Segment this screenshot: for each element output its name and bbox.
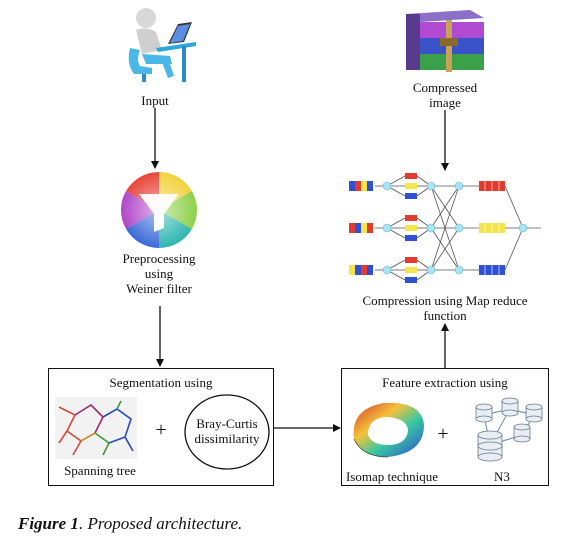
preprocessing-line-2: using — [144, 266, 174, 281]
preprocessing-line-1: Preprocessing — [122, 251, 196, 266]
segmentation-box: Segmentation using Spanning tree + Bray-… — [48, 368, 274, 486]
isomap-surface-image — [353, 402, 424, 458]
preprocessing-line-3: Weiner filter — [126, 281, 192, 296]
archive-icon — [406, 10, 484, 72]
map-reduce-network-diagram — [349, 173, 541, 283]
plus-operator: + — [155, 419, 167, 441]
person-at-laptop-icon — [128, 8, 196, 82]
n3-label: N3 — [494, 469, 510, 484]
spanning-tree-image — [55, 397, 137, 459]
bray-curtis-circle — [184, 394, 270, 470]
bray-curtis-line-2: dissimilarity — [194, 431, 260, 446]
feature-extraction-box: Feature extraction using Isomap techniqu… — [341, 368, 549, 486]
compressed-image-label: Compressed image — [395, 80, 495, 110]
bray-curtis-line-1: Bray-Curtis — [196, 416, 258, 431]
caption-figure-number: Figure 1 — [18, 514, 79, 533]
network-nodes — [382, 181, 528, 275]
reduce-output-blocks — [479, 181, 505, 275]
isomap-label: Isomap technique — [345, 469, 439, 484]
map-chips — [405, 173, 417, 283]
input-label: Input — [141, 93, 169, 108]
preprocessing-label: Preprocessing using Weiner filter — [100, 251, 218, 296]
feature-extraction-title: Feature extraction using — [382, 375, 508, 390]
figure-caption: Figure 1. Proposed architecture. — [18, 514, 242, 534]
compressed-label-line-2: image — [429, 95, 461, 110]
color-wheel-filter-icon — [121, 172, 197, 248]
spanning-tree-label: Spanning tree — [64, 463, 136, 478]
compression-label: Compression using Map reduce function — [350, 293, 540, 323]
database-network-icon — [475, 397, 543, 462]
compression-line-1: Compression using Map reduce — [362, 293, 528, 308]
input-stripe-blocks — [349, 181, 373, 275]
bray-curtis-label: Bray-Curtis dissimilarity — [183, 416, 271, 446]
caption-text: . Proposed architecture. — [78, 514, 243, 533]
segmentation-title: Segmentation using — [109, 375, 213, 390]
compression-line-2: function — [423, 308, 467, 323]
compressed-label-line-1: Compressed — [412, 80, 478, 95]
plus-operator-2: + — [437, 423, 449, 445]
